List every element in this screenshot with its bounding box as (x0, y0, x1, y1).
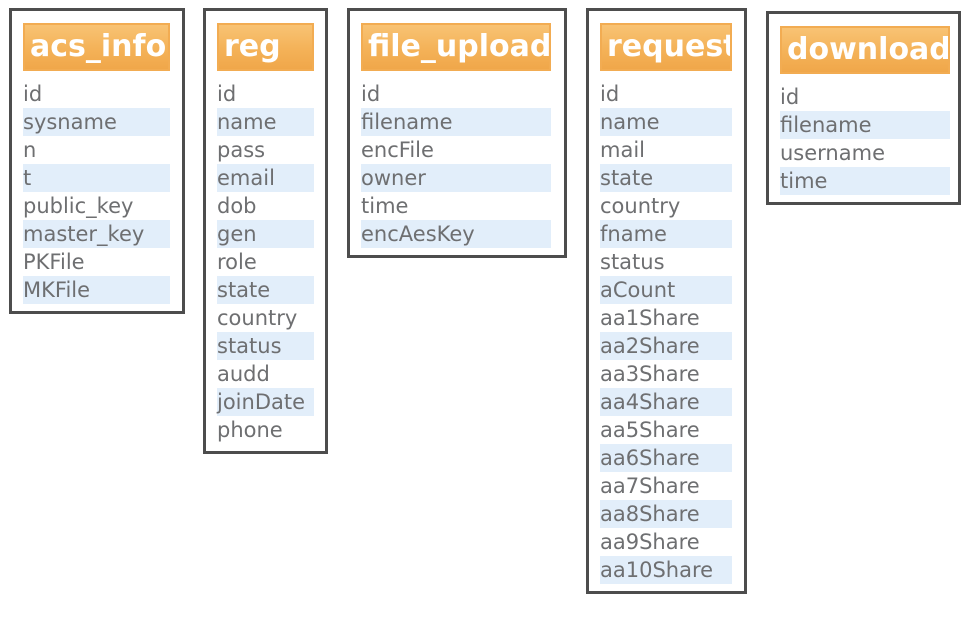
table-title-file_upload: file_upload (361, 23, 551, 71)
table-title-download: download (780, 26, 950, 74)
field-row-reg-role: role (217, 250, 257, 274)
field-row-reg-name: name (217, 108, 314, 136)
field-row-request-mail: mail (600, 138, 645, 162)
field-row-reg-pass: pass (217, 138, 266, 162)
field-row-reg-country: country (217, 306, 298, 330)
field-row-reg-email: email (217, 164, 314, 192)
field-row-reg-id: id (217, 82, 237, 106)
field-row-file_upload-id: id (361, 82, 381, 106)
field-row-file_upload-owner: owner (361, 164, 551, 192)
field-row-request-aa1Share: aa1Share (600, 306, 700, 330)
field-row-reg-status: status (217, 332, 314, 360)
field-row-request-fname: fname (600, 220, 732, 248)
field-row-request-state: state (600, 164, 732, 192)
field-row-download-filename: filename (780, 111, 950, 139)
field-row-request-id: id (600, 82, 620, 106)
field-row-request-aa8Share: aa8Share (600, 500, 732, 528)
field-row-file_upload-encAesKey: encAesKey (361, 220, 551, 248)
field-row-reg-gen: gen (217, 220, 314, 248)
table-title-reg: reg (217, 23, 314, 71)
field-row-request-status: status (600, 250, 665, 274)
field-row-request-aa2Share: aa2Share (600, 332, 732, 360)
field-row-download-id: id (780, 85, 800, 109)
table-title-request: request (600, 23, 732, 71)
field-row-request-country: country (600, 194, 681, 218)
field-row-acs_info-id: id (23, 82, 43, 106)
field-row-acs_info-t: t (23, 164, 170, 192)
field-row-download-time: time (780, 167, 950, 195)
field-row-request-aa3Share: aa3Share (600, 362, 700, 386)
field-row-request-aa7Share: aa7Share (600, 474, 700, 498)
field-row-acs_info-PKFile: PKFile (23, 250, 85, 274)
field-row-reg-audd: audd (217, 362, 270, 386)
field-row-reg-joinDate: joinDate (217, 388, 314, 416)
field-row-file_upload-encFile: encFile (361, 138, 434, 162)
field-row-request-aa4Share: aa4Share (600, 388, 732, 416)
field-row-request-aa9Share: aa9Share (600, 530, 700, 554)
field-row-request-aa10Share: aa10Share (600, 556, 732, 584)
field-row-request-aCount: aCount (600, 276, 732, 304)
table-title-acs_info: acs_info (23, 23, 170, 71)
field-row-acs_info-sysname: sysname (23, 108, 170, 136)
field-row-request-aa6Share: aa6Share (600, 444, 732, 472)
field-row-request-aa5Share: aa5Share (600, 418, 700, 442)
field-row-file_upload-filename: filename (361, 108, 551, 136)
field-row-reg-dob: dob (217, 194, 257, 218)
field-row-acs_info-master_key: master_key (23, 220, 170, 248)
field-row-download-username: username (780, 141, 885, 165)
field-row-request-name: name (600, 108, 732, 136)
field-row-acs_info-n: n (23, 138, 37, 162)
field-row-acs_info-public_key: public_key (23, 194, 134, 218)
field-row-file_upload-time: time (361, 194, 409, 218)
field-row-reg-phone: phone (217, 418, 283, 442)
field-row-acs_info-MKFile: MKFile (23, 276, 170, 304)
field-row-reg-state: state (217, 276, 314, 304)
